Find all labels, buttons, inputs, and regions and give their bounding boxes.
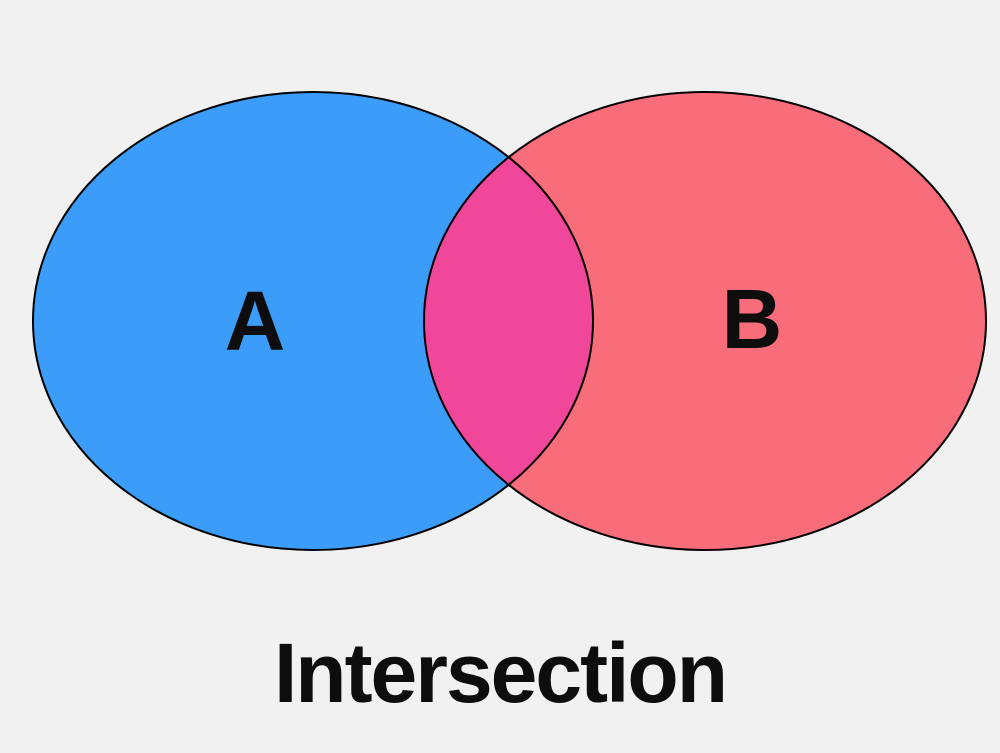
- set-a-ellipse: [33, 92, 593, 550]
- set-b-ellipse: [424, 92, 986, 550]
- diagram-title: Intersection: [274, 626, 726, 720]
- set-b-outline: [423, 91, 987, 551]
- set-b-label: B: [722, 272, 783, 366]
- set-a-label: A: [225, 274, 286, 368]
- set-a-outline: [32, 91, 594, 551]
